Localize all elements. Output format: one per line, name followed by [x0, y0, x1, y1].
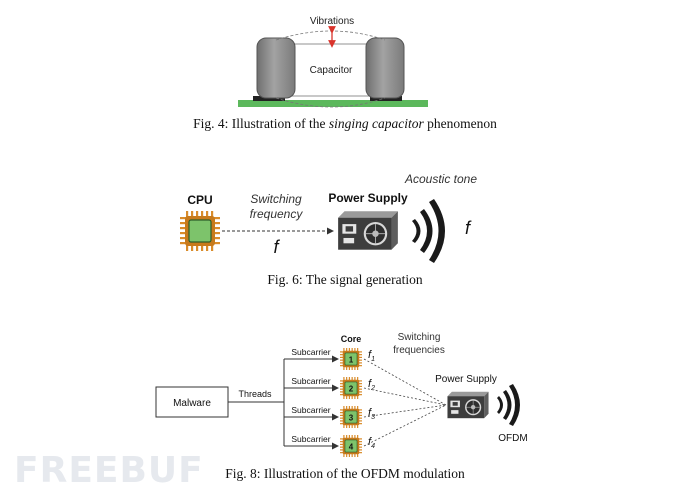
core-frequency: f3 [368, 407, 375, 421]
core-row: Subcarrier 2 f2 [284, 376, 447, 406]
threads-label: Threads [238, 389, 272, 399]
ofdm-power-supply-icon [447, 391, 489, 419]
core-number: 3 [349, 414, 354, 423]
vibration-curve-bottom [275, 97, 386, 108]
fig4-caption: Fig. 4: Illustration of the singing capa… [0, 116, 690, 132]
fig4-caption-emphasis: singing capacitor [328, 116, 424, 131]
switching-frequency-symbol: f [273, 237, 280, 257]
switching-label-line2: frequency [250, 207, 304, 221]
ofdm-label: OFDM [498, 433, 527, 444]
core-label: Core [341, 334, 362, 344]
capacitor-cap-right [365, 37, 405, 99]
switching-label-line1: Switching [250, 192, 302, 206]
subcarrier-label: Subcarrier [291, 376, 330, 386]
ofdm-sound-wave-icon [497, 384, 520, 426]
cpu-label: CPU [187, 193, 212, 207]
core-frequency: f1 [368, 349, 375, 363]
core-frequency: f4 [368, 436, 375, 450]
power-supply-icon [337, 210, 399, 251]
fig8-caption: Fig. 8: Illustration of the OFDM modulat… [225, 466, 465, 481]
subcarrier-label: Subcarrier [291, 434, 330, 444]
switching-frequencies-line2: frequencies [393, 345, 445, 356]
capacitor-cap-left [256, 37, 296, 99]
fig4-caption-prefix: Fig. 4: Illustration of the [193, 116, 329, 131]
subcarrier-label: Subcarrier [291, 347, 330, 357]
fig6-diagram: CPU Switching frequency f Power Supply A… [180, 172, 477, 263]
malware-box [155, 386, 229, 418]
capacitor-label: Capacitor [310, 65, 353, 76]
acoustic-tone-label: Acoustic tone [404, 172, 477, 186]
core-number: 2 [349, 385, 354, 394]
circuit-board [238, 100, 428, 107]
core-number: 1 [349, 356, 354, 365]
core-frequency: f2 [368, 378, 375, 392]
power-supply-label: Power Supply [328, 191, 408, 205]
subcarrier-label: Subcarrier [291, 405, 330, 415]
core-row: Subcarrier 4 f4 [284, 404, 447, 457]
core-number: 4 [349, 443, 354, 452]
vibrations-label: Vibrations [310, 16, 354, 27]
acoustic-frequency-symbol: f [465, 218, 472, 238]
frequency-link [363, 404, 447, 447]
frequency-link [363, 358, 447, 406]
vibration-curve-top [275, 30, 386, 41]
ofdm-power-supply-label: Power Supply [435, 374, 497, 385]
fig4-caption-suffix: phenomenon [423, 116, 497, 131]
freebuf-watermark: FREEBUF [14, 450, 204, 491]
fig4-diagram: Vibrations Capacitor [238, 16, 428, 108]
frequency-link [363, 387, 447, 406]
sound-wave-icon [412, 199, 445, 263]
fig6-caption: Fig. 6: The signal generation [267, 272, 423, 287]
cpu-chip-icon [180, 211, 220, 251]
switching-frequencies-line1: Switching [398, 332, 441, 343]
core-row: Subcarrier 3 f3 [284, 404, 447, 428]
core-row: Subcarrier 1 f1 [284, 347, 447, 406]
frequency-link [363, 404, 447, 418]
malware-label: Malware [173, 398, 211, 409]
